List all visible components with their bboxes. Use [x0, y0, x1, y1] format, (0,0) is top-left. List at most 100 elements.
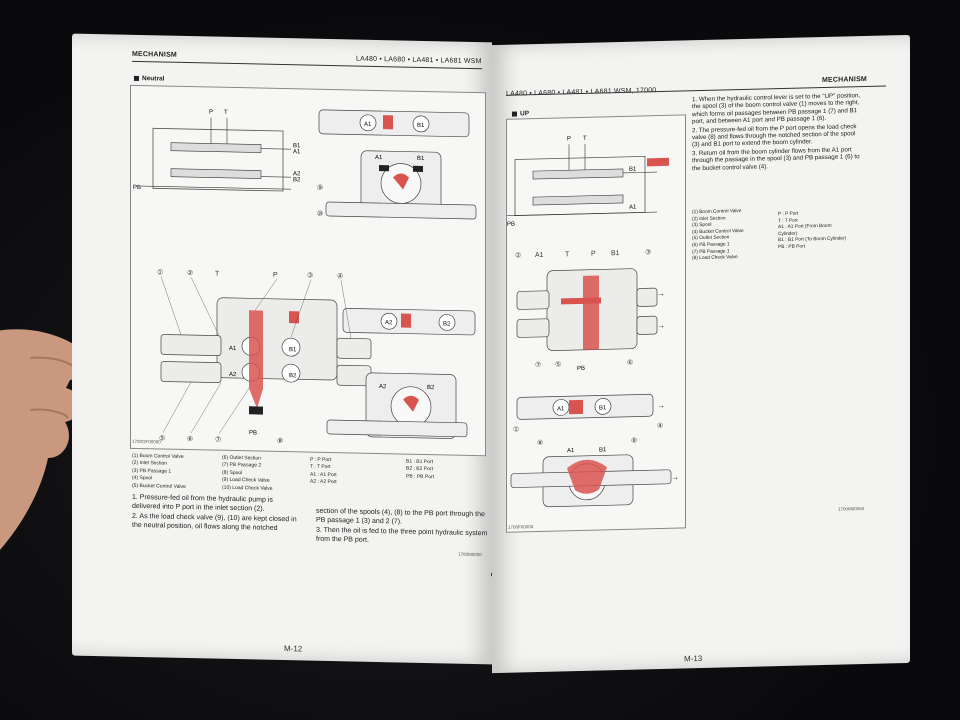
left-section-label: Neutral	[142, 75, 165, 83]
left-header-models: LA480 • LA680 • LA481 • LA681 WSM	[356, 55, 482, 66]
label-b1: B1	[629, 167, 637, 173]
left-text-col2: section of the spools (4), (8) to the PB…	[316, 507, 488, 549]
svg-text:③: ③	[645, 248, 651, 256]
legend-item: A2 : A2 Port	[310, 478, 337, 486]
svg-text:→: →	[657, 321, 665, 330]
right-figure-code: 1700F00000	[508, 524, 534, 530]
left-legend-col2: (6) Outlet Section (7) PB Passage 2 (8) …	[222, 455, 273, 493]
label-b2: B2	[293, 177, 301, 183]
right-legend-col1: (1) Boom Control Valve (2) Inlet Section…	[692, 209, 744, 263]
svg-text:→: →	[657, 401, 665, 410]
label-t: T	[224, 110, 228, 116]
svg-text:→: →	[671, 473, 679, 482]
svg-text:A2: A2	[385, 320, 393, 326]
step-text: 1. When the hydraulic control lever is s…	[692, 92, 861, 126]
right-section-label: UP	[520, 110, 530, 118]
svg-text:A1: A1	[364, 122, 372, 128]
svg-text:PB: PB	[577, 366, 585, 372]
svg-text:⑥: ⑥	[187, 435, 193, 443]
label-a1: A1	[629, 205, 637, 211]
svg-text:B1: B1	[417, 156, 425, 162]
step-text: 2. The pressure-fed oil from the P port …	[692, 122, 857, 149]
svg-text:A2: A2	[229, 372, 237, 378]
left-section-title: Neutral	[134, 75, 164, 83]
svg-text:→: →	[657, 289, 665, 298]
left-text-col1: 1. Pressure-fed oil from the hydraulic p…	[132, 493, 302, 535]
svg-text:⑤: ⑤	[555, 360, 561, 368]
svg-text:B1: B1	[599, 405, 607, 411]
label-p: P	[209, 109, 213, 115]
left-page-number: M-12	[284, 644, 303, 654]
svg-text:⑤: ⑤	[159, 434, 165, 442]
svg-text:⑦: ⑦	[215, 436, 221, 444]
svg-text:A1: A1	[375, 155, 383, 161]
svg-text:A1: A1	[229, 346, 237, 352]
step-text: 2. As the load check valve (9), (10) are…	[132, 512, 297, 532]
left-legend-col1: (1) Boom Control Valve (2) Inlet Section…	[132, 453, 186, 491]
svg-text:①: ①	[157, 268, 163, 276]
svg-text:①: ①	[513, 425, 519, 433]
svg-text:⑧: ⑧	[537, 439, 543, 447]
svg-text:⑩: ⑩	[317, 210, 323, 218]
left-header-title: MECHANISM	[132, 50, 177, 59]
svg-text:B1: B1	[599, 447, 607, 453]
svg-text:④: ④	[657, 422, 663, 430]
svg-text:P: P	[591, 251, 596, 258]
right-legend-col2: P : P Port T : T Port A1 : A1 Port (From…	[778, 210, 846, 251]
legend-item: (5) Bucket Control Valve	[132, 482, 186, 490]
right-steps: 1. When the hydraulic control lever is s…	[692, 92, 864, 173]
legend-item: PB : PB Port	[406, 473, 435, 480]
label-pb: PB	[507, 222, 515, 228]
svg-text:B2: B2	[443, 321, 451, 327]
step-text: section of the spools (4), (8) to the PB…	[316, 507, 485, 526]
svg-text:⑥: ⑥	[627, 359, 633, 367]
label-b1: B1	[293, 143, 301, 149]
left-text-code: 1700M0000	[458, 551, 482, 558]
svg-text:B1: B1	[417, 123, 425, 129]
right-page-number: M-13	[684, 653, 703, 664]
legend-item: (8) Load Check Valve	[692, 255, 738, 262]
svg-text:PB: PB	[249, 430, 257, 436]
left-page: MECHANISM LA480 • LA680 • LA481 • LA681 …	[72, 33, 492, 665]
left-valve-diagram: P T B1 A1 A2 B2 PB A1 B1 A1 B1	[133, 109, 477, 445]
svg-text:⑨: ⑨	[317, 184, 323, 192]
left-legend-col4: B1 : B1 Port B2 : B2 Port PB : PB Port	[406, 459, 434, 482]
svg-text:⑦: ⑦	[535, 361, 541, 369]
svg-text:②: ②	[187, 269, 193, 277]
right-header-title: MECHANISM	[822, 75, 867, 85]
svg-text:⑧: ⑧	[277, 437, 283, 445]
svg-text:A1: A1	[567, 448, 575, 454]
label-pb: PB	[133, 185, 141, 191]
svg-text:P: P	[273, 272, 278, 279]
left-figure-code: 1700OF00090	[132, 438, 161, 445]
svg-text:③: ③	[307, 272, 313, 280]
svg-text:A2: A2	[379, 384, 387, 390]
label-a2: A2	[293, 171, 301, 177]
svg-text:B1: B1	[289, 347, 297, 353]
svg-text:T: T	[565, 251, 570, 258]
step-text: 1. Pressure-fed oil from the hydraulic p…	[132, 493, 273, 513]
svg-text:A1: A1	[557, 406, 565, 412]
right-text-code: 1700M00060	[838, 506, 865, 512]
legend-item: (10) Load Check Valve	[222, 484, 273, 492]
svg-text:B2: B2	[289, 373, 297, 379]
svg-text:B2: B2	[427, 385, 435, 391]
label-t: T	[583, 136, 587, 142]
svg-text:④: ④	[337, 272, 343, 280]
label-a1: A1	[293, 149, 301, 155]
svg-text:B1: B1	[611, 250, 620, 257]
section-bullet-icon	[512, 111, 517, 117]
svg-text:T: T	[215, 271, 220, 278]
svg-text:⑧: ⑧	[631, 437, 637, 445]
label-p: P	[567, 136, 571, 142]
right-page: LA480 • LA680 • LA481 • LA681 WSM, 17000…	[492, 34, 910, 674]
left-legend-col3: P : P Port T : T Port A1 : A1 Port A2 : …	[310, 457, 337, 487]
section-bullet-icon	[134, 75, 139, 81]
left-figure-frame: P T B1 A1 A2 B2 PB A1 B1 A1 B1	[130, 84, 486, 457]
right-section-title: UP	[512, 110, 529, 117]
step-text: 3. Then the oil is fed to the three poin…	[316, 526, 488, 544]
svg-text:②: ②	[515, 251, 521, 259]
svg-text:A1: A1	[535, 252, 544, 259]
